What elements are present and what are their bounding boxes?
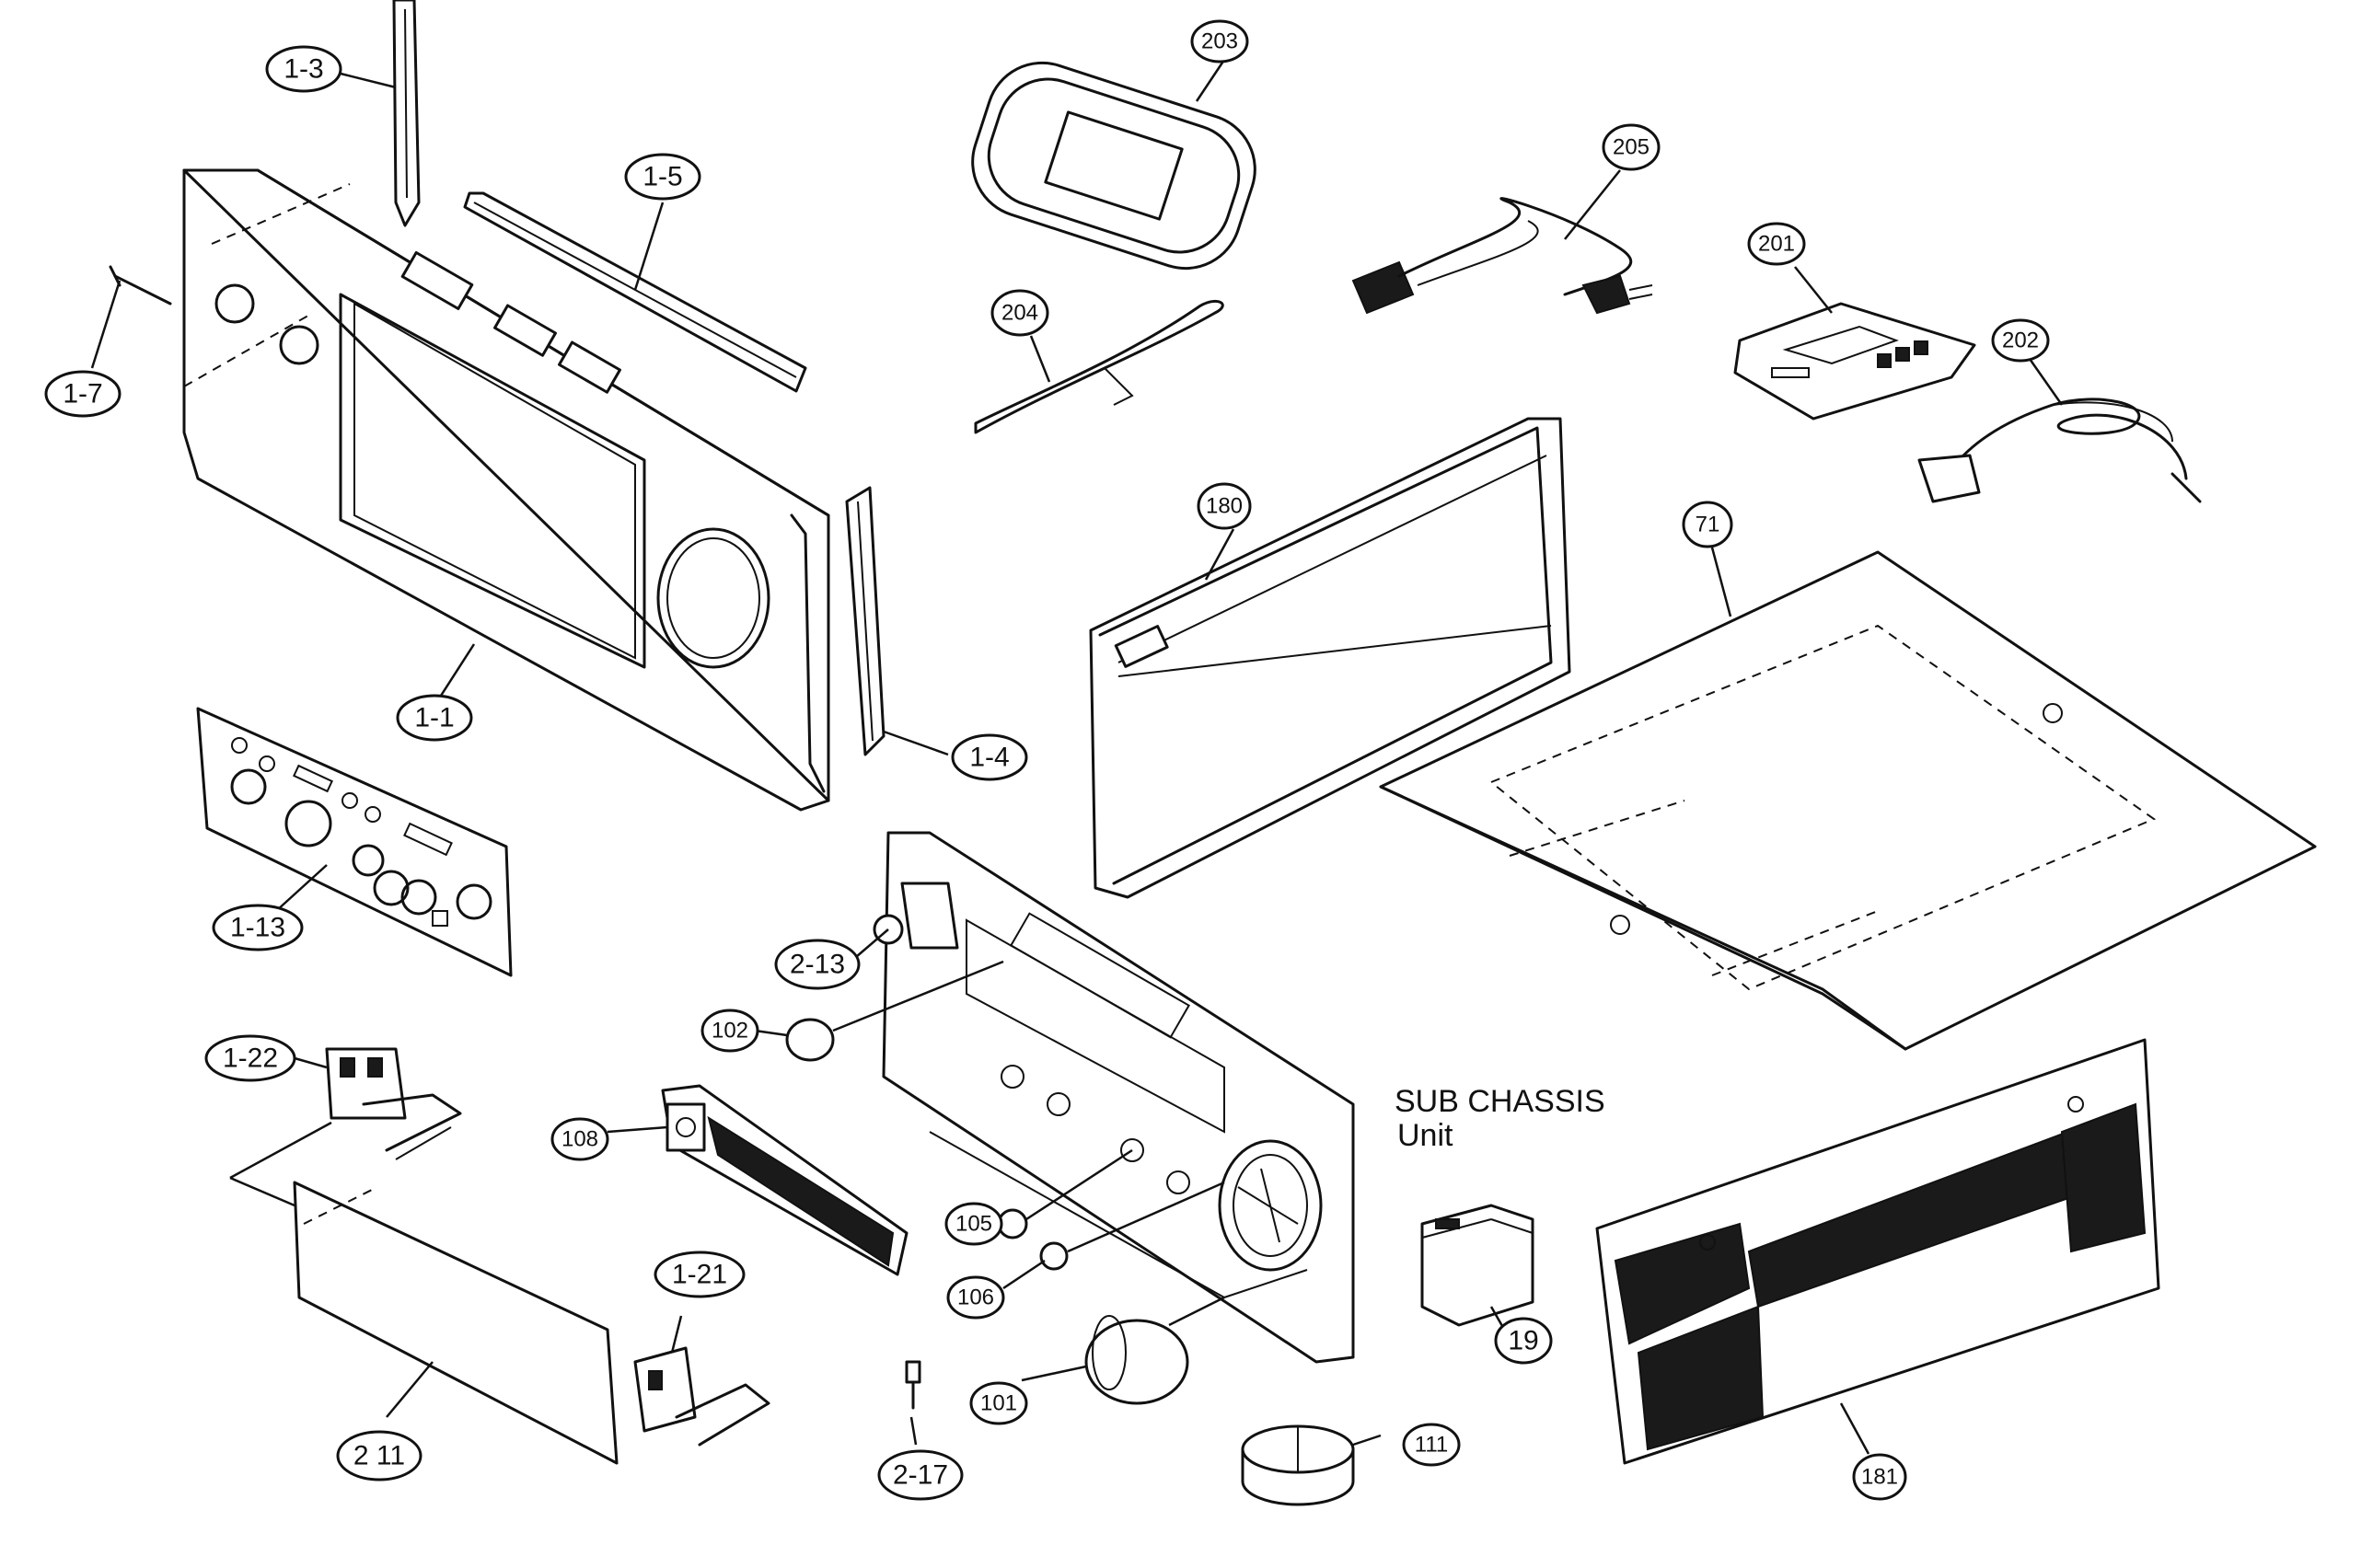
svg-text:1-7: 1-7 [63,379,102,409]
svg-text:2 11: 2 11 [353,1441,405,1471]
svg-text:101: 101 [980,1391,1017,1416]
sub-chassis-label-line1: SUB CHASSIS [1395,1084,1605,1119]
callout-1-21: 1-21 [654,1251,746,1298]
plate-1-13-part [196,707,513,977]
svg-text:1-3: 1-3 [284,54,323,85]
callout-1-7: 1-7 [44,370,122,418]
callout-181: 181 [1852,1453,1907,1501]
callout-1-1: 1-1 [396,694,473,742]
front-panel-part [182,168,830,812]
callout-2-13: 2-13 [774,939,861,990]
screw-1-7-part [109,265,172,306]
svg-text:203: 203 [1201,29,1238,54]
callout-19: 19 [1494,1317,1553,1365]
svg-text:205: 205 [1613,135,1650,160]
power-cord-205-part [1351,197,1653,315]
sub-chassis-part [873,831,1355,1364]
leader-lines [90,59,2064,1455]
callout-1-4: 1-4 [951,733,1028,781]
svg-text:111: 111 [1415,1433,1448,1458]
bracket-1-4-part [845,486,886,756]
bracket-1-3-part [392,0,421,227]
module-19-part [1420,1204,1534,1327]
switch-assembly-1-21-part [633,1346,770,1447]
callout-1-5: 1-5 [624,153,701,201]
callout-105: 105 [944,1202,1003,1246]
cable-202-part [1917,398,2202,503]
callout-101: 101 [969,1381,1028,1425]
callout-202: 202 [1991,318,2050,363]
svg-text:1-21: 1-21 [672,1260,727,1290]
svg-text:2-17: 2-17 [893,1460,948,1491]
knob-102-part [785,960,1004,1062]
svg-text:2-13: 2-13 [790,950,845,980]
knob-101-part [1084,1296,1225,1405]
svg-text:106: 106 [957,1286,994,1310]
callout-106: 106 [946,1275,1005,1320]
callout-2-11: 2 11 [336,1430,423,1482]
callout-204: 204 [990,289,1049,337]
remote-201-part [1733,302,1976,421]
svg-text:1-13: 1-13 [230,913,285,943]
callout-108: 108 [550,1117,609,1161]
svg-text:71: 71 [1696,513,1720,537]
svg-text:105: 105 [955,1212,992,1237]
svg-text:204: 204 [1001,301,1038,326]
svg-text:102: 102 [712,1019,748,1043]
svg-text:202: 202 [2002,329,2039,353]
knob-106-part [1039,1181,1225,1271]
callout-1-13: 1-13 [212,904,304,951]
svg-text:1-1: 1-1 [414,703,454,733]
callout-71: 71 [1682,501,1733,548]
svg-text:201: 201 [1758,232,1795,257]
callout-203: 203 [1190,19,1249,63]
callout-102: 102 [700,1009,759,1053]
svg-text:1-22: 1-22 [223,1043,278,1074]
callout-1-3: 1-3 [265,45,342,93]
loop-antenna-203-part [971,61,1256,271]
callout-180: 180 [1197,482,1252,530]
door-2-11-part [229,1121,619,1465]
sub-chassis-label-line2: Unit [1397,1118,1453,1153]
fm-antenna-204-part [974,299,1224,434]
svg-text:180: 180 [1206,494,1243,519]
callout-111: 111 [1402,1423,1461,1467]
callout-201: 201 [1747,222,1806,266]
top-cover-71-part [1379,550,2317,1051]
svg-text:108: 108 [561,1127,598,1152]
svg-text:181: 181 [1861,1465,1898,1490]
rear-panel-180-part [1089,417,1571,899]
callout-1-22: 1-22 [204,1034,296,1082]
svg-text:1-4: 1-4 [969,743,1009,773]
pin-2-17-part [905,1360,921,1410]
svg-text:1-5: 1-5 [642,162,682,192]
callout-2-17: 2-17 [877,1449,964,1501]
callout-205: 205 [1602,123,1661,171]
side-panel-181-part [1595,1038,2160,1465]
display-108-part [661,1084,909,1276]
svg-text:19: 19 [1508,1326,1538,1356]
foot-111-part [1241,1424,1355,1506]
switch-assembly-1-22-part [325,1047,462,1160]
